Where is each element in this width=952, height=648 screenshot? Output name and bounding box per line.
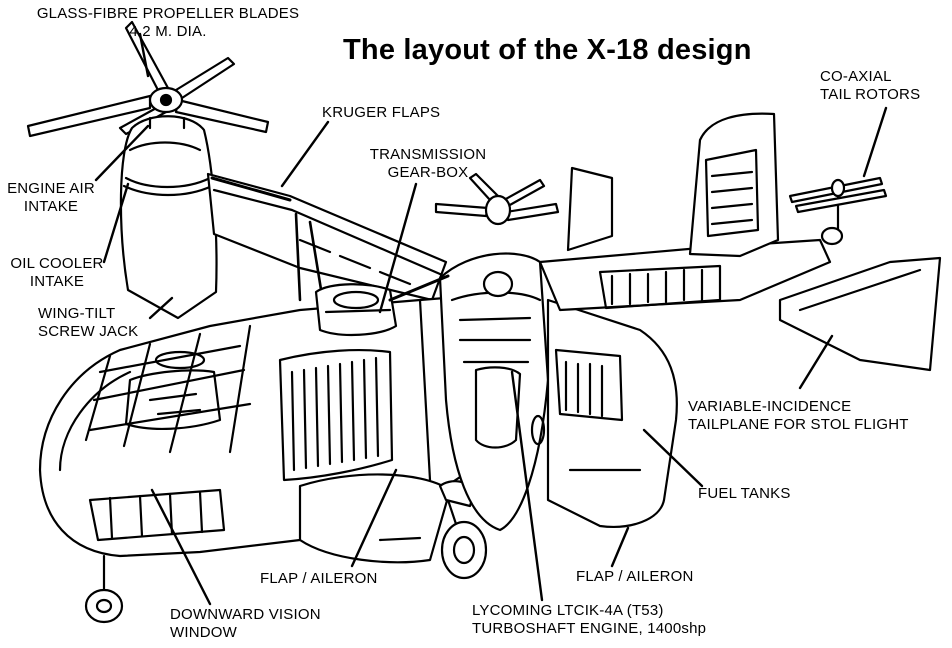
label-turboshaft-engine: LYCOMING LTCIK-4A (T53) TURBOSHAFT ENGIN… bbox=[472, 602, 707, 637]
label-tail-rotors: CO-AXIAL TAIL ROTORS bbox=[820, 68, 921, 103]
transmission-gearbox bbox=[314, 274, 450, 337]
left-propeller bbox=[26, 20, 270, 138]
label-engine-air-intake: ENGINE AIR INTAKE bbox=[7, 180, 95, 215]
nose-gear bbox=[84, 554, 124, 624]
label-transmission: TRANSMISSION GEAR-BOX bbox=[369, 146, 487, 181]
label-wing-tilt-screw-jack: WING-TILT SCREW JACK bbox=[38, 305, 139, 340]
left-nacelle bbox=[119, 115, 218, 320]
label-tailplane: VARIABLE-INCIDENCE TAILPLANE FOR STOL FL… bbox=[688, 398, 909, 433]
label-propeller-blades: GLASS-FIBRE PROPELLER BLADES 4.2 M. DIA. bbox=[36, 5, 300, 40]
label-oil-cooler-intake: OIL COOLER INTAKE bbox=[10, 255, 104, 290]
tail-section bbox=[538, 112, 942, 372]
leader-lines bbox=[94, 32, 888, 606]
label-flap-aileron-right: FLAP / AILERON bbox=[576, 568, 694, 585]
right-nacelle bbox=[438, 252, 550, 532]
right-wing bbox=[530, 298, 678, 528]
main-gear bbox=[438, 480, 488, 580]
label-kruger-flaps: KRUGER FLAPS bbox=[322, 104, 441, 121]
label-downward-vision-window: DOWNWARD VISION WINDOW bbox=[170, 606, 321, 641]
label-fuel-tanks: FUEL TANKS bbox=[698, 485, 791, 502]
diagram-title: The layout of the X-18 design bbox=[343, 34, 752, 66]
fuselage bbox=[38, 294, 474, 564]
label-flap-aileron-left: FLAP / AILERON bbox=[260, 570, 378, 587]
right-propeller bbox=[434, 172, 560, 226]
